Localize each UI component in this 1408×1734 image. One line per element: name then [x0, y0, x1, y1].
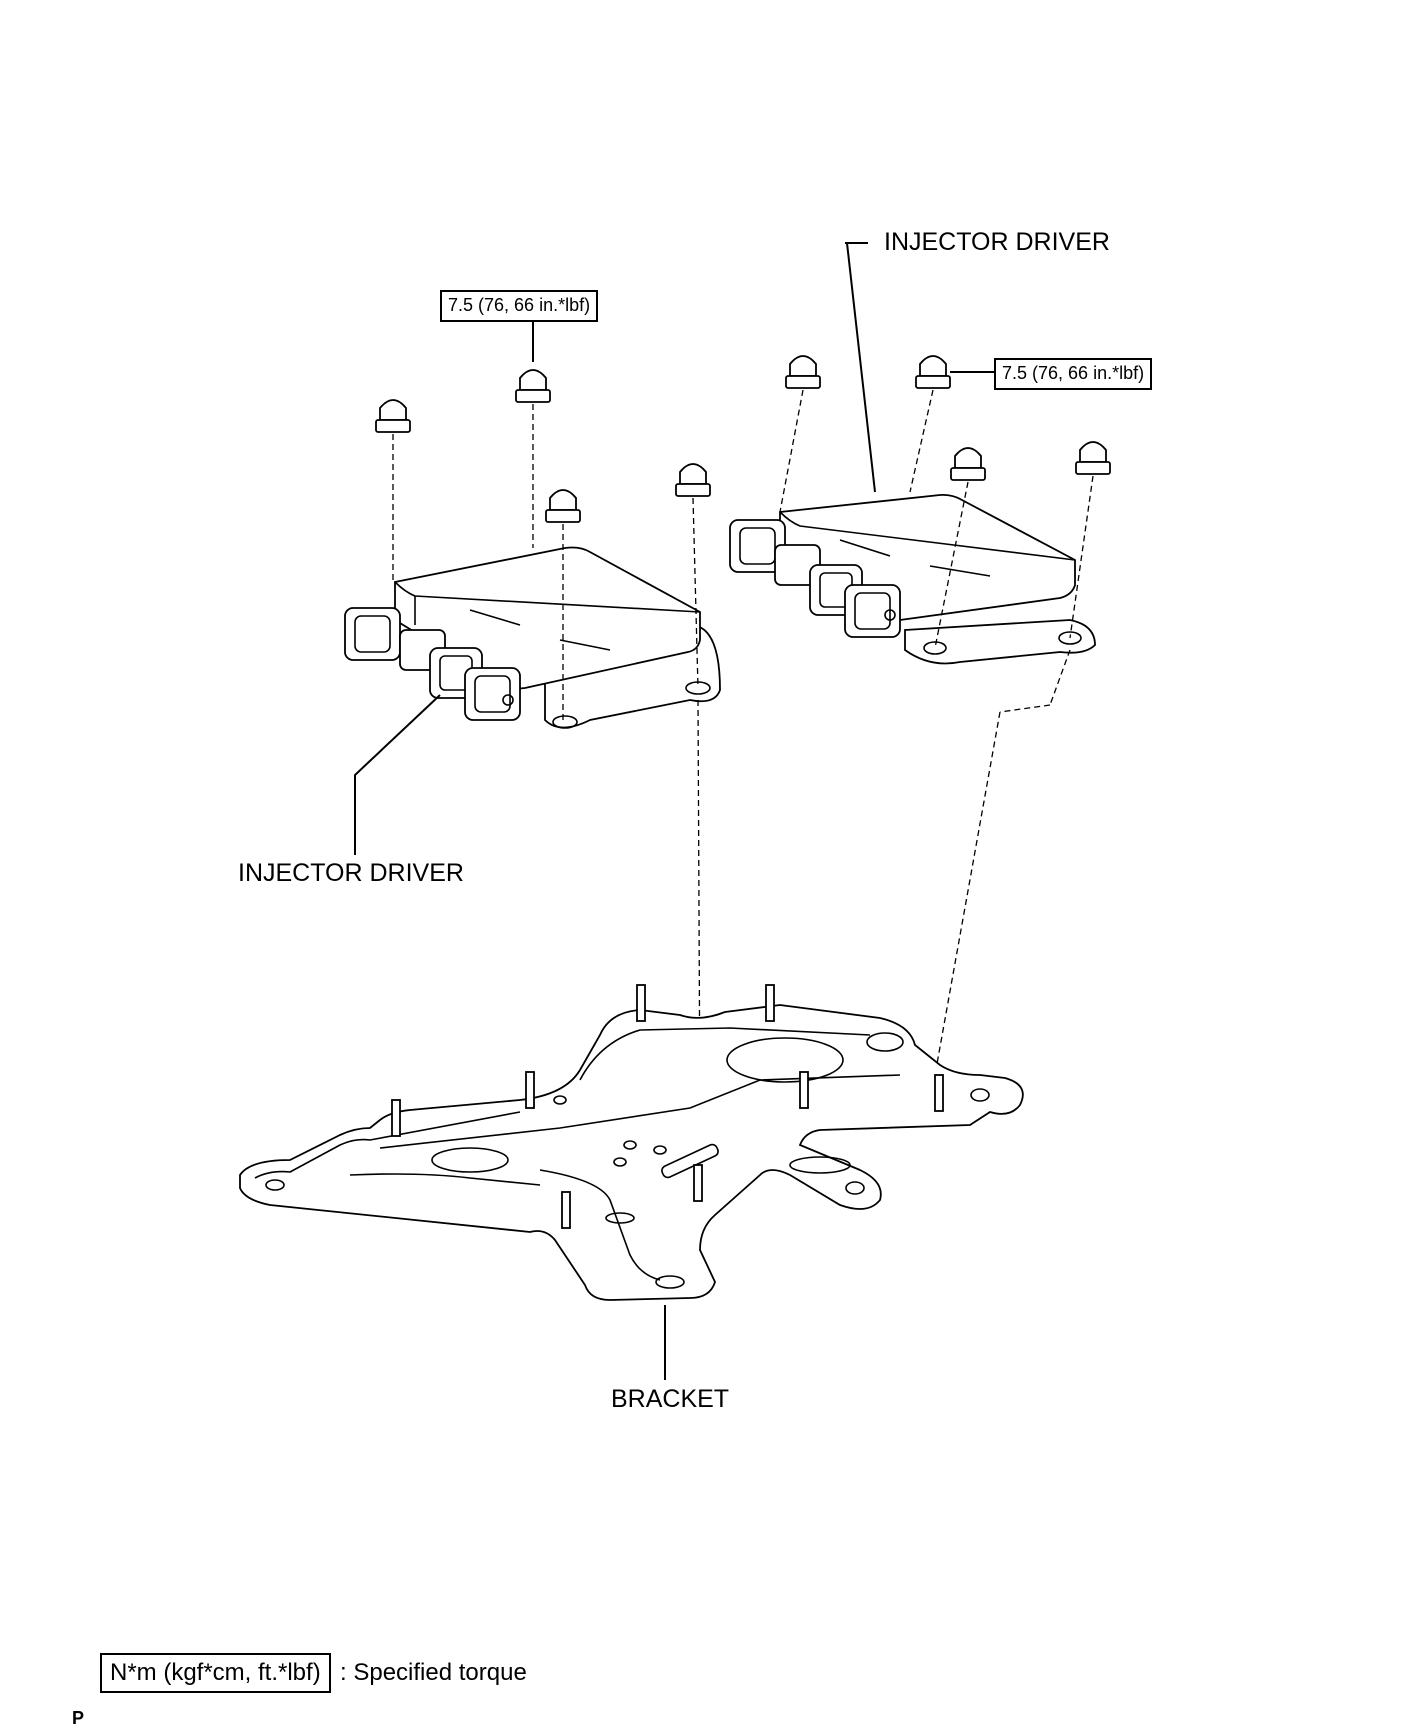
legend-description: : Specified torque — [340, 1659, 527, 1686]
nut-icon — [915, 355, 951, 389]
torque-spec-left: 7.5 (76, 66 in.*lbf) — [440, 290, 599, 322]
nut-icon — [785, 355, 821, 389]
stud-icon — [391, 1099, 401, 1137]
left-injector-driver — [344, 546, 721, 729]
right-driver-nuts — [785, 355, 1111, 481]
left-driver-connectors — [344, 607, 521, 721]
stud-icon — [636, 984, 646, 1022]
right-driver-connectors — [729, 519, 901, 638]
stud-icon — [934, 1074, 944, 1112]
page-mark: P — [72, 1708, 85, 1728]
nut-icon — [1075, 441, 1111, 475]
stud-icon — [561, 1191, 571, 1229]
nut-icon — [515, 369, 551, 403]
label-injector-driver-left: INJECTOR DRIVER — [238, 859, 464, 887]
right-injector-driver — [729, 493, 1096, 665]
torque-spec-right: 7.5 (76, 66 in.*lbf) — [994, 358, 1153, 390]
bracket-studs — [391, 984, 944, 1229]
nut-icon — [545, 489, 581, 523]
bracket — [239, 1004, 1024, 1301]
stud-icon — [693, 1164, 703, 1202]
nut-icon — [950, 447, 986, 481]
nut-icon — [675, 463, 711, 497]
label-injector-driver-right: INJECTOR DRIVER — [884, 228, 1110, 256]
legend-torque-unit: N*m (kgf*cm, ft.*lbf) — [100, 1653, 331, 1693]
stud-icon — [525, 1071, 535, 1109]
nut-icon — [375, 399, 411, 433]
label-bracket: BRACKET — [611, 1385, 730, 1413]
stud-icon — [765, 984, 775, 1022]
left-driver-nuts — [375, 369, 711, 523]
stud-icon — [799, 1071, 809, 1109]
